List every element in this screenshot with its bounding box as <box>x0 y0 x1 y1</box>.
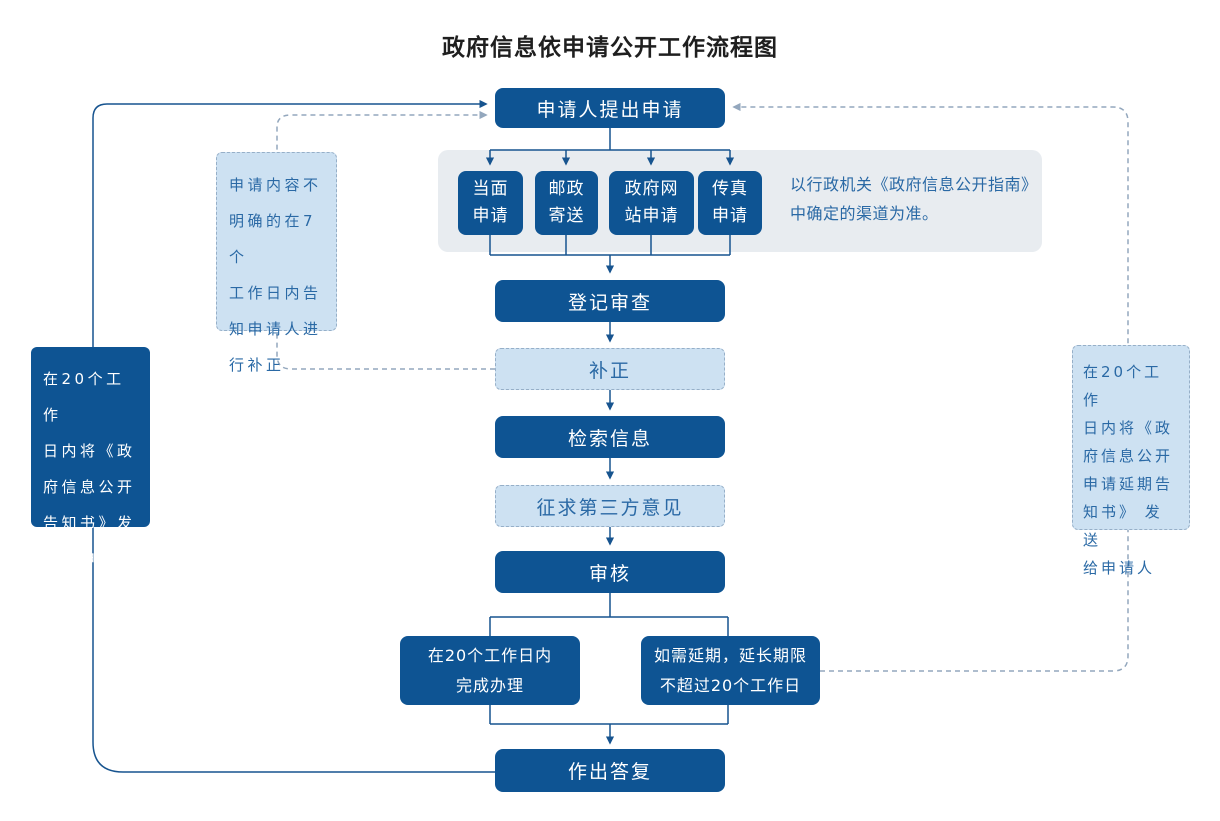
node-complete-line1: 在20个工作日内 <box>427 645 553 665</box>
channels-caption: 以行政机关《政府信息公开指南》 中确定的渠道为准。 <box>790 170 1042 228</box>
note-line: 明确的在7个 <box>229 212 317 266</box>
notice-line: 送给申请人 <box>43 550 136 568</box>
node-review: 审核 <box>495 551 725 593</box>
node-reply: 作出答复 <box>495 749 725 792</box>
node-reply-label: 作出答复 <box>567 761 652 783</box>
node-review-label: 审核 <box>588 562 631 585</box>
channel-label-line: 邮政 <box>548 179 585 199</box>
notice-line: 给申请人 <box>1083 559 1156 577</box>
node-channel-postal: 邮政 寄送 <box>535 171 598 235</box>
connector-branch-merge <box>489 705 729 725</box>
node-extend: 如需延期，延长期限 不超过20个工作日 <box>641 636 820 705</box>
note-line: 工作日内告 <box>229 284 322 302</box>
channel-label-line: 申请 <box>472 206 509 226</box>
node-apply-label: 申请人提出申请 <box>536 98 684 121</box>
node-complete-line2: 完成办理 <box>455 675 524 695</box>
page-title: 政府信息依申请公开工作流程图 <box>442 35 778 61</box>
notice-line: 府信息公开 <box>43 478 136 496</box>
note-line: 知申请人进 <box>229 320 322 338</box>
node-correction-label: 补正 <box>588 359 631 382</box>
node-correction: 补正 <box>495 348 725 390</box>
notice-line: 日内将《政 <box>43 442 136 460</box>
node-channel-fax: 传真 申请 <box>698 171 762 235</box>
channels-caption-line1: 以行政机关《政府信息公开指南》 <box>790 175 1038 194</box>
connector-apply-distributor <box>490 128 730 151</box>
notice-line: 在20个工作 <box>1083 363 1163 409</box>
channel-label-line: 站申请 <box>624 206 679 226</box>
node-register-label: 登记审查 <box>567 291 652 314</box>
notice-line: 日内将《政 <box>1083 419 1174 437</box>
connector-review-split <box>489 593 729 636</box>
notice-line: 告知书》发 <box>43 514 136 532</box>
connector-correction-note-loop <box>276 110 495 370</box>
node-apply: 申请人提出申请 <box>495 88 725 128</box>
notice-line: 府信息公开 <box>1083 447 1174 465</box>
notice-extension: 在20个工作 日内将《政 府信息公开 申请延期告 知书》 发送 给申请人 <box>1072 345 1190 577</box>
connector-channels-collector <box>489 235 731 256</box>
node-extend-line2: 不超过20个工作日 <box>659 675 802 695</box>
notice-line: 知书》 发送 <box>1083 503 1163 549</box>
note-line: 行补正 <box>229 356 285 374</box>
connector-extend-notice-loop <box>732 102 1129 672</box>
channel-label-line: 寄送 <box>548 206 585 226</box>
node-register: 登记审查 <box>495 280 725 322</box>
node-extend-line1: 如需延期，延长期限 <box>653 645 807 665</box>
node-channel-website: 政府网 站申请 <box>609 171 694 235</box>
channels-caption-line2: 中确定的渠道为准。 <box>790 204 939 223</box>
note-correction-deadline: 申请内容不 明确的在7个 工作日内告 知申请人进 行补正 <box>216 152 337 374</box>
channel-label-line: 政府网 <box>624 179 679 199</box>
node-third-party: 征求第三方意见 <box>495 485 725 527</box>
notice-line: 在20个工作 <box>43 370 125 424</box>
channel-label-line: 申请 <box>712 206 748 226</box>
channel-label-line: 当面 <box>472 179 509 199</box>
node-third-party-label: 征求第三方意见 <box>536 496 684 519</box>
note-line: 申请内容不 <box>229 176 322 194</box>
channel-label-line: 传真 <box>712 179 748 199</box>
node-complete: 在20个工作日内 完成办理 <box>400 636 580 705</box>
node-channel-in-person: 当面 申请 <box>458 171 523 235</box>
notice-line: 申请延期告 <box>1083 475 1174 493</box>
node-search: 检索信息 <box>495 416 725 458</box>
node-search-label: 检索信息 <box>567 427 652 450</box>
notice-disclosure: 在20个工作 日内将《政 府信息公开 告知书》发 送给申请人 <box>31 347 150 568</box>
